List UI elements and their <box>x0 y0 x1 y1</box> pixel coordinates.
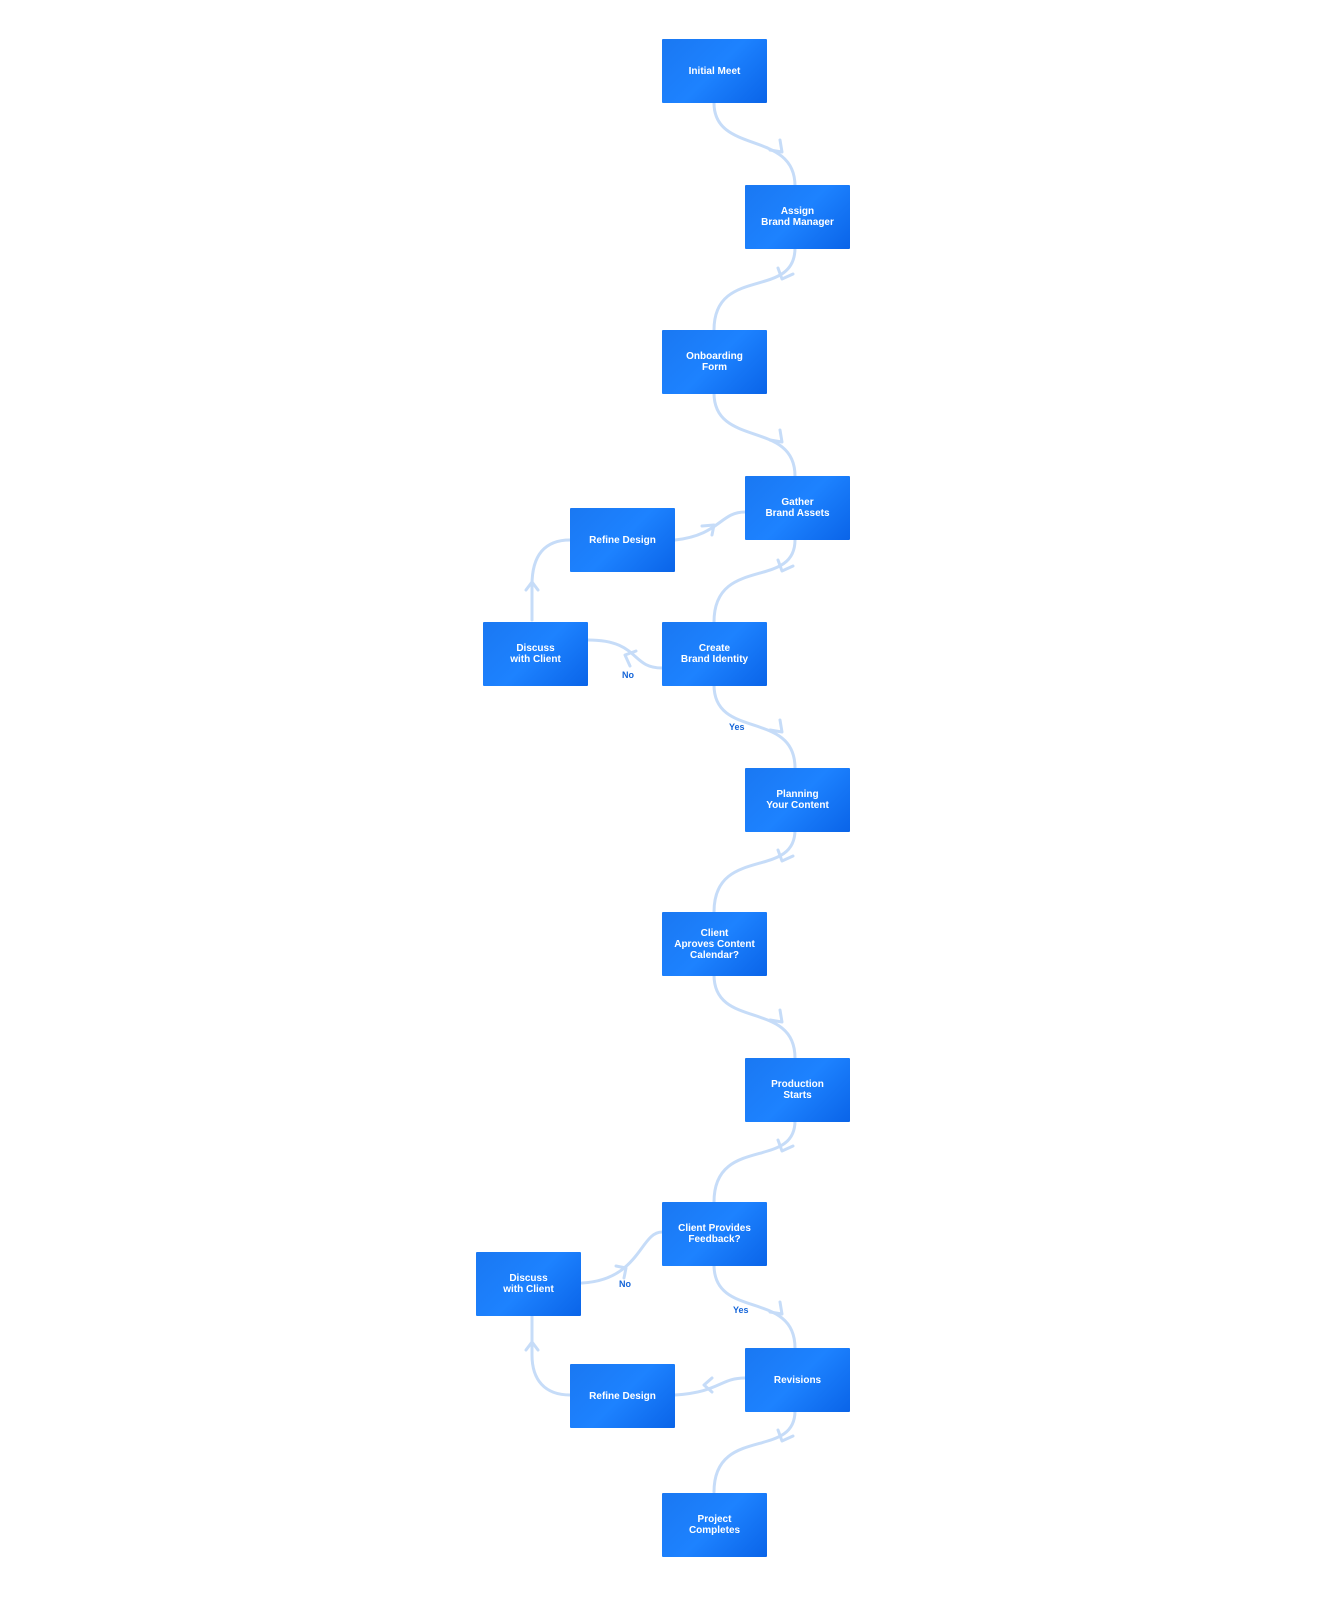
connector-feedback-to-discuss-2 <box>580 1230 664 1285</box>
connector-production-to-feedback <box>712 1119 797 1204</box>
node-discuss-with-client-2[interactable]: Discuss with Client <box>476 1252 581 1316</box>
connector-refine-2-to-discuss-2 <box>530 1313 572 1397</box>
node-revisions[interactable]: Revisions <box>745 1348 850 1412</box>
node-client-provides-feedback[interactable]: Client Provides Feedback? <box>662 1202 767 1266</box>
node-client-approves-calendar[interactable]: Client Aproves Content Calendar? <box>662 912 767 976</box>
edge-label-yes: Yes <box>729 722 745 732</box>
arrow-head <box>700 523 716 537</box>
node-refine-design-2[interactable]: Refine Design <box>570 1364 675 1428</box>
node-planning-your-content[interactable]: Planning Your Content <box>745 768 850 832</box>
connector-refine-1-to-gather <box>673 510 747 542</box>
arrow-head <box>614 1264 628 1280</box>
connector-create-to-planning <box>712 683 797 770</box>
node-gather-brand-assets[interactable]: Gather Brand Assets <box>745 476 850 540</box>
connector-discuss-1-to-refine-1 <box>530 538 572 622</box>
arrow-head <box>768 1300 784 1316</box>
edge-label-yes: Yes <box>733 1305 749 1315</box>
arrow-head <box>776 848 795 863</box>
node-onboarding-form[interactable]: Onboarding Form <box>662 330 767 394</box>
arrow-head <box>776 1428 795 1443</box>
arrow-head <box>768 1008 784 1024</box>
node-refine-design-1[interactable]: Refine Design <box>570 508 675 572</box>
connector-revisions-to-refine-2 <box>673 1376 747 1397</box>
connector-planning-to-client-approves <box>712 828 797 914</box>
node-create-brand-identity[interactable]: Create Brand Identity <box>662 622 767 686</box>
connector-initial-to-assign <box>712 101 797 188</box>
connector-onboarding-to-gather <box>712 391 797 478</box>
connector-assign-to-onboarding <box>712 246 797 332</box>
arrow-head <box>702 1376 714 1394</box>
connector-gather-to-create <box>712 538 797 624</box>
arrow-head <box>524 1340 540 1352</box>
arrow-head <box>524 580 540 592</box>
arrow-head <box>623 649 638 668</box>
node-discuss-with-client-1[interactable]: Discuss with Client <box>483 622 588 686</box>
arrow-head <box>776 558 795 573</box>
connector-feedback-to-revisions <box>712 1263 797 1350</box>
node-production-starts[interactable]: Production Starts <box>745 1058 850 1122</box>
arrow-head <box>776 1138 795 1153</box>
arrow-head <box>768 428 784 444</box>
arrow-head <box>768 718 784 734</box>
arrow-head <box>776 266 795 281</box>
edge-label-no: No <box>619 1279 631 1289</box>
connector-revisions-to-project-completes <box>712 1409 797 1494</box>
arrow-head <box>768 138 784 154</box>
node-project-completes[interactable]: Project Completes <box>662 1493 767 1557</box>
connector-client-approves-to-production <box>712 973 797 1060</box>
edge-label-no: No <box>622 670 634 680</box>
node-initial-meet[interactable]: Initial Meet <box>662 39 767 103</box>
node-assign-brand-manager[interactable]: Assign Brand Manager <box>745 185 850 249</box>
connector-create-to-discuss-1 <box>586 638 664 670</box>
